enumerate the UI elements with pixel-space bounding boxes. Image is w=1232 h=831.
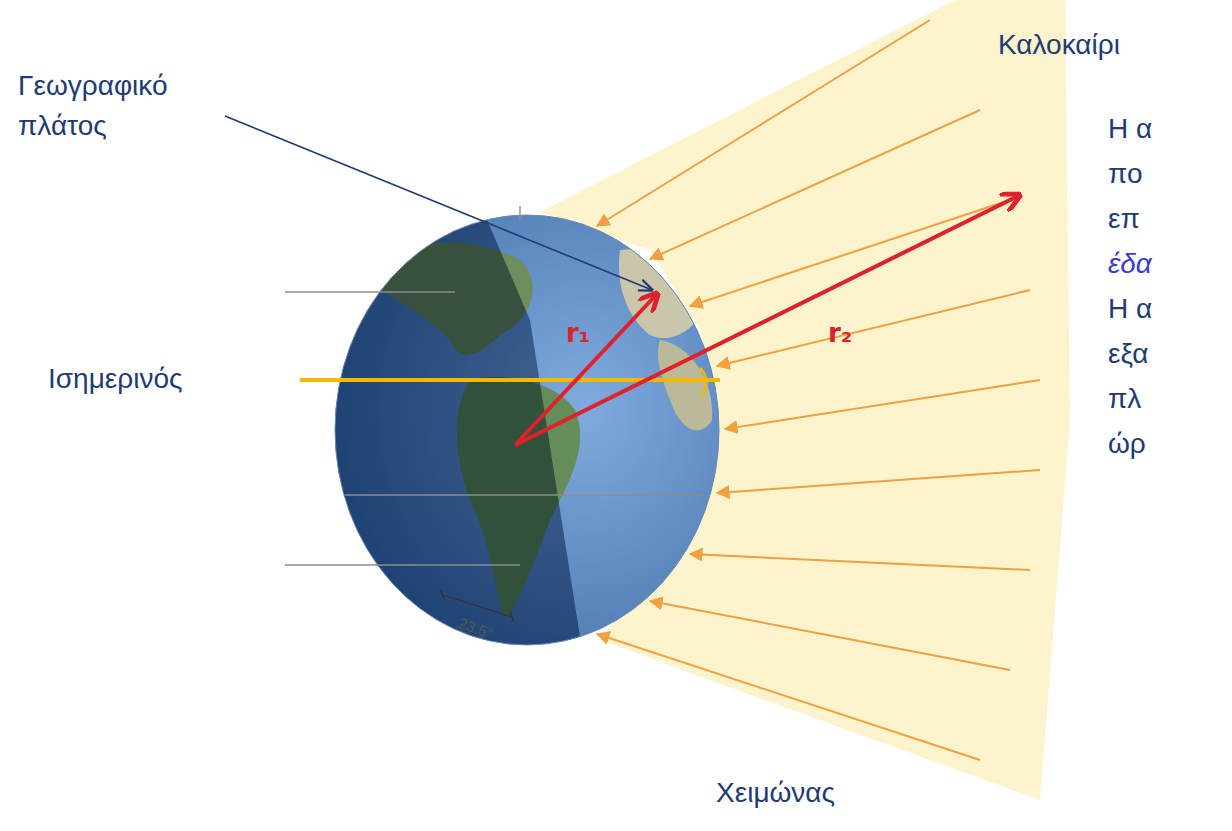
note-line: εξα <box>1108 337 1148 371</box>
note-line: Η α <box>1108 292 1152 326</box>
equator-line <box>300 378 720 382</box>
vector-r1 <box>515 295 656 445</box>
globe <box>300 180 760 700</box>
vector-label: r₂ <box>828 318 852 349</box>
note-line: ώρ <box>1108 427 1146 461</box>
equator-label: Ισημερινός <box>48 362 182 396</box>
angle-label: 23.5° <box>456 614 495 643</box>
angle-arc <box>700 368 707 396</box>
latitude-lines <box>285 206 705 565</box>
season-label: Χειμώνας <box>716 776 835 810</box>
sun-rays <box>597 20 1040 760</box>
note-line: Η α <box>1108 112 1152 146</box>
note-line: πλ <box>1108 382 1141 416</box>
leader-line <box>225 116 652 290</box>
season-label: Καλοκαίρι <box>998 28 1120 62</box>
vector-r2 <box>515 196 1018 445</box>
note-line: επ <box>1108 202 1140 236</box>
vector-label: r₁ <box>566 318 590 349</box>
note-line: πο <box>1108 157 1143 191</box>
latitude-label: Γεωγραφικό πλάτος <box>18 66 233 146</box>
note-line: έδα <box>1108 247 1152 281</box>
tilt-marker <box>440 590 514 622</box>
